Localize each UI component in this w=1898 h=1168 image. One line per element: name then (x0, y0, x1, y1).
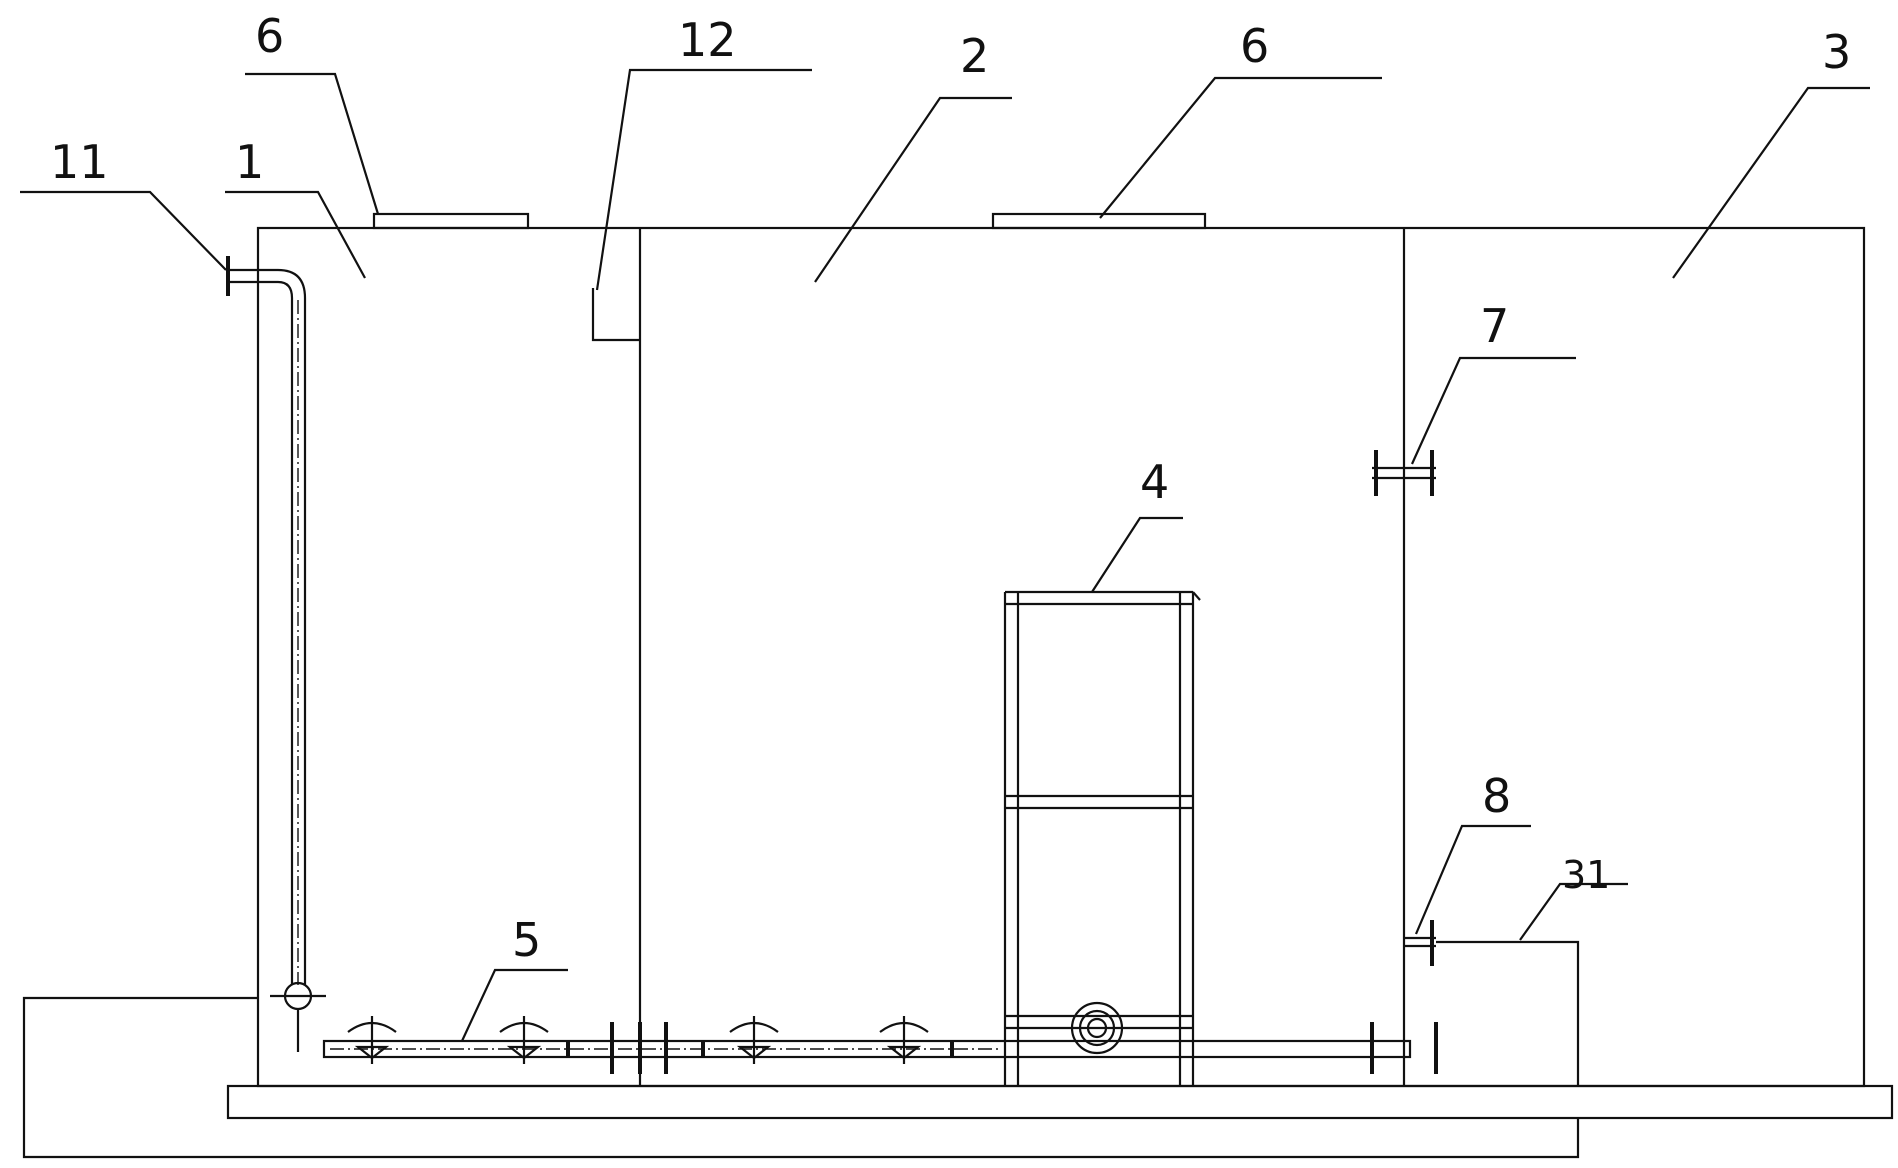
diffuser-3 (729, 1016, 779, 1064)
tank-body (256, 226, 1866, 1088)
base-plate (226, 1084, 1894, 1120)
label-6-left: 6 (255, 9, 284, 63)
label-2: 2 (960, 29, 989, 83)
label-1: 1 (235, 135, 264, 189)
label-4: 4 (1140, 455, 1169, 509)
label-7: 7 (1480, 299, 1509, 353)
connector-pipe-7 (1372, 450, 1436, 496)
aeration-pipe (322, 1022, 1438, 1074)
support-frame (1003, 590, 1201, 1086)
external-box (22, 996, 1580, 1159)
diffuser-1 (347, 1016, 397, 1064)
label-3: 3 (1822, 25, 1851, 79)
inlet-pipe (226, 256, 326, 1052)
label-5: 5 (512, 913, 541, 967)
access-cover-left (372, 212, 530, 230)
label-12: 12 (678, 13, 737, 67)
connector-pipe-8 (1404, 920, 1436, 966)
sump-box (1436, 940, 1580, 1086)
diffuser-4 (879, 1016, 929, 1064)
label-8: 8 (1482, 769, 1511, 823)
label-31: 31 (1562, 853, 1610, 897)
access-cover-right (991, 212, 1207, 230)
pump (1070, 1001, 1124, 1055)
diffuser-2 (499, 1016, 549, 1064)
label-6-right: 6 (1240, 19, 1269, 73)
label-11: 11 (50, 135, 109, 189)
leader-lines (20, 68, 1870, 1042)
overflow-weir (591, 288, 640, 342)
